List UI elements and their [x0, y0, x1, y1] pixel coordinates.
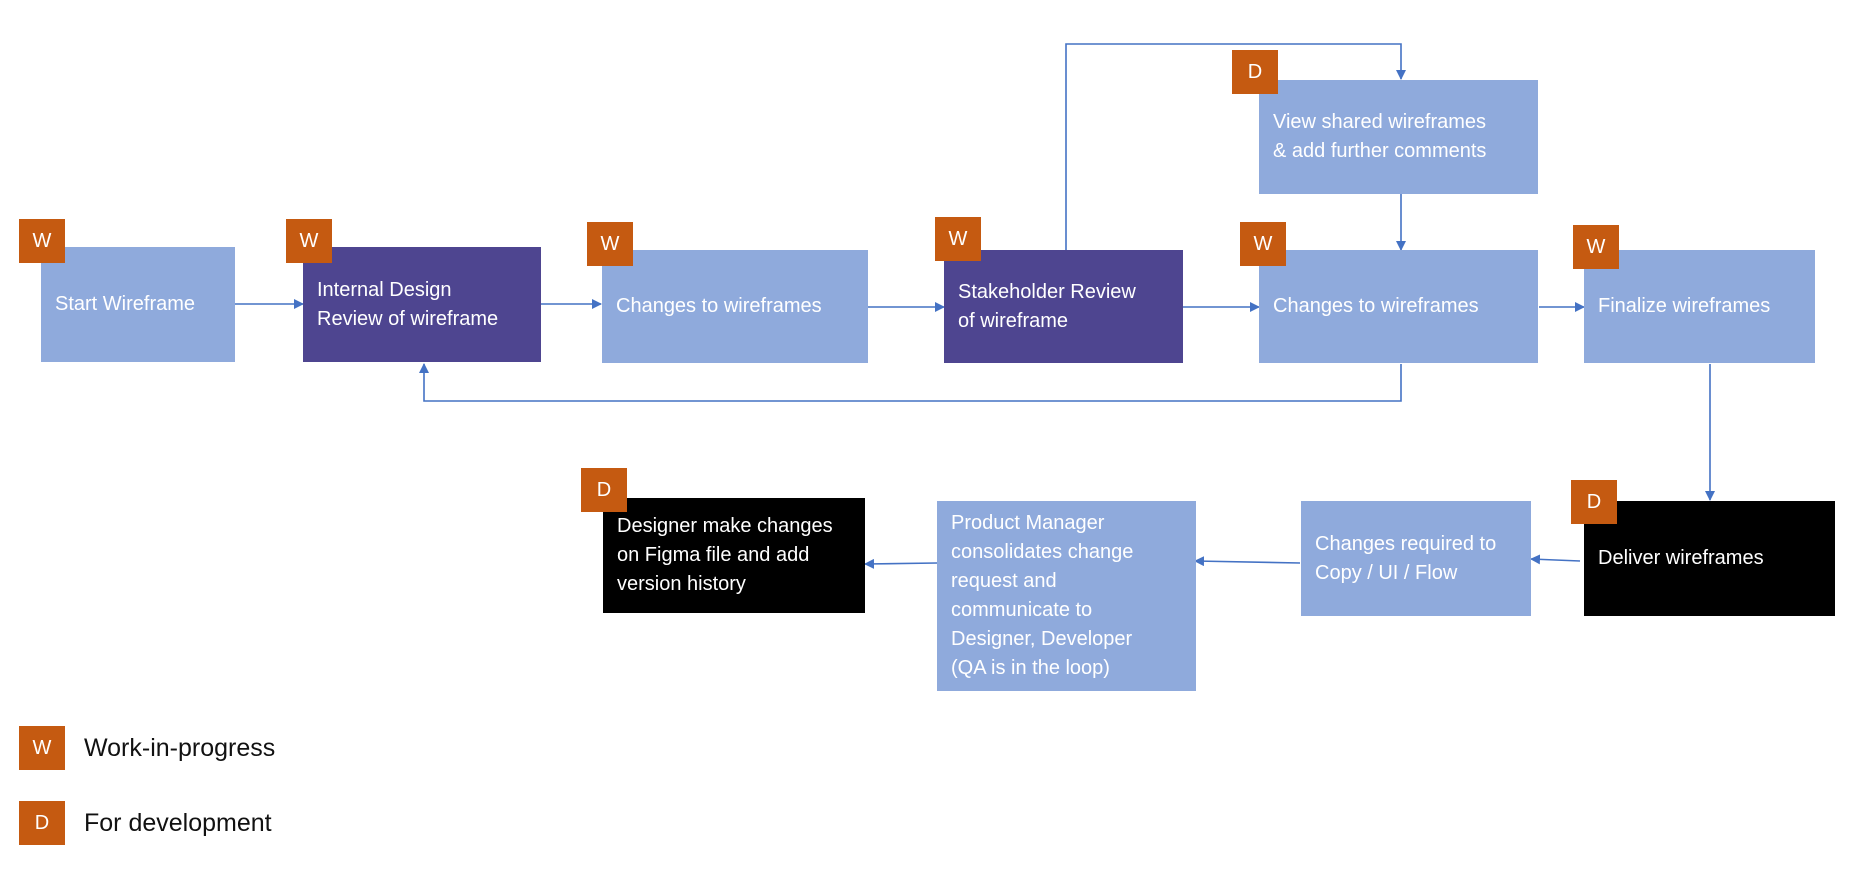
- node-designer-make-changes: Designer make changes on Figma file and …: [603, 498, 865, 613]
- node-finalize-wireframes: Finalize wireframes: [1584, 250, 1815, 363]
- badge-changes-to-wireframes-2: W: [1240, 222, 1286, 266]
- badge-internal-design-review: W: [286, 219, 332, 263]
- badge-designer-make-changes: D: [581, 468, 627, 512]
- arrow-changes-2-feedback-to-internal-review: [419, 363, 1402, 402]
- badge-start-wireframe: W: [19, 219, 65, 263]
- legend-label-for-development: For development: [84, 809, 272, 837]
- badge-view-shared-wireframes: D: [1232, 50, 1278, 94]
- node-label: Changes to wireframes: [1273, 295, 1479, 317]
- legend-label-work-in-progress: Work-in-progress: [84, 734, 276, 762]
- node-changes-required: Changes required to Copy / UI / Flow: [1301, 501, 1531, 616]
- node-label: Product Manager consolidates change requ…: [951, 512, 1134, 679]
- arrow-changes-required-to-product-manager: [1194, 556, 1301, 567]
- arrow-product-manager-to-designer: [864, 558, 938, 569]
- node-deliver-wireframes: Deliver wireframes: [1584, 501, 1835, 616]
- badge-changes-to-wireframes-1: W: [587, 222, 633, 266]
- node-label: Changes to wireframes: [616, 295, 822, 317]
- node-start-wireframe: Start Wireframe: [41, 247, 235, 362]
- node-label: Finalize wireframes: [1598, 295, 1771, 317]
- arrow-deliver-to-changes-required: [1530, 554, 1581, 565]
- node-label: Changes required to Copy / UI / Flow: [1315, 532, 1497, 584]
- node-label: Deliver wireframes: [1598, 547, 1764, 569]
- node-label: Internal Design Review of wireframe: [317, 278, 499, 330]
- badge-deliver-wireframes: D: [1571, 480, 1617, 524]
- node-product-manager-consolidates: Product Manager consolidates change requ…: [937, 501, 1196, 691]
- legend-badge-work-in-progress: W: [19, 726, 65, 770]
- arrow-stakeholder-review-to-view-shared: [1065, 43, 1406, 250]
- badge-finalize-wireframes: W: [1573, 225, 1619, 269]
- node-changes-to-wireframes-1: Changes to wireframes: [602, 250, 868, 363]
- badge-stakeholder-review: W: [935, 217, 981, 261]
- node-label: Stakeholder Review of wireframe: [958, 280, 1136, 332]
- node-label: View shared wireframes & add further com…: [1273, 111, 1487, 162]
- node-label: Start Wireframe: [55, 293, 196, 315]
- node-label: Designer make changes on Figma file and …: [617, 515, 833, 595]
- node-changes-to-wireframes-2: Changes to wireframes: [1259, 250, 1538, 363]
- node-view-shared-wireframes: View shared wireframes & add further com…: [1259, 80, 1538, 194]
- legend-badge-for-development: D: [19, 801, 65, 845]
- node-stakeholder-review: Stakeholder Review of wireframe: [944, 250, 1183, 363]
- node-internal-design-review: Internal Design Review of wireframe: [303, 247, 541, 362]
